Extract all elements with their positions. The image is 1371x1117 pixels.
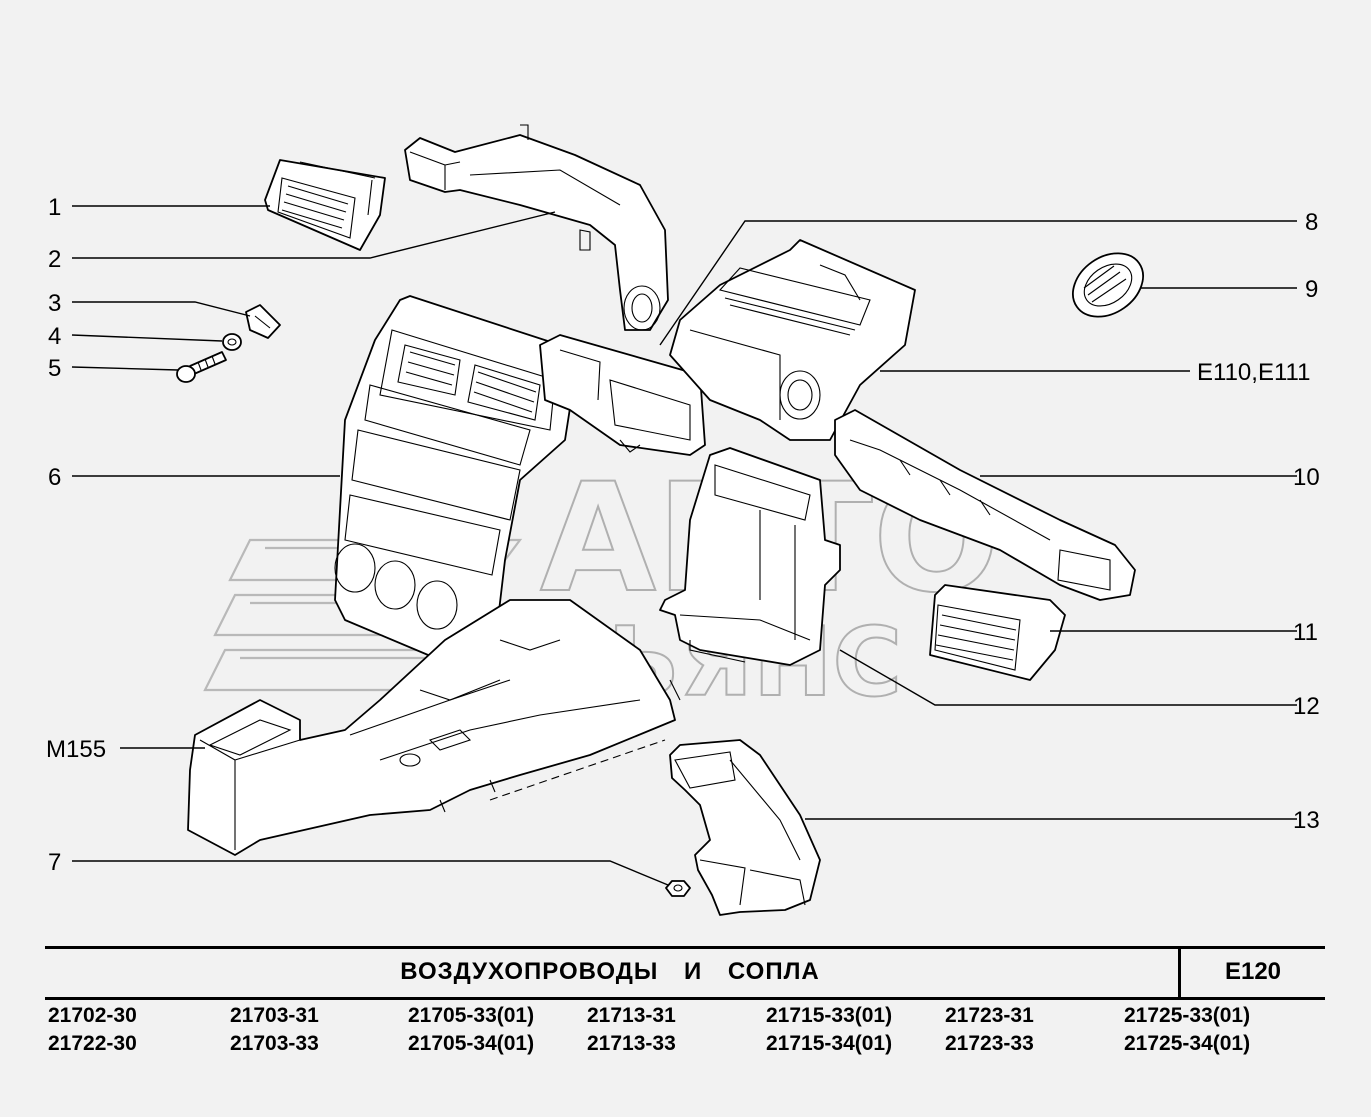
model-code: 21705-33(01) [408,1004,535,1027]
part-10-right-duct [834,409,1136,601]
part-3-clip [245,304,281,339]
model-code: 21705-34(01) [408,1032,535,1055]
callout-13: 13 [1293,807,1320,834]
model-code: 21722-30 [48,1032,137,1055]
callout-11: 11 [1293,619,1318,646]
model-code: 21703-33 [230,1032,319,1055]
model-code: 21723-33 [945,1032,1034,1055]
callout-8: 8 [1305,209,1318,236]
leader-lines [71,205,1297,886]
callout-7: 7 [48,849,61,876]
part-13-floor-duct [669,739,821,916]
model-code: 21703-31 [230,1004,319,1027]
callout-m155: M155 [46,736,106,763]
callout-9: 9 [1305,276,1318,303]
part-8-heater-housing [669,239,916,441]
callout-1: 1 [48,194,61,221]
model-code: 21702-30 [48,1004,137,1027]
model-code: 21725-34(01) [1124,1032,1251,1055]
diagram-title: ВОЗДУХОПРОВОДЫ И СОПЛА [400,958,820,985]
callout-4: 4 [48,323,61,350]
m155-floor-console [187,599,681,856]
model-code: 21713-31 [587,1004,676,1027]
part-1-side-vent [264,159,386,251]
part-12-lower-center-duct [659,447,841,666]
model-code: 21725-33(01) [1124,1004,1251,1027]
part-7-nut [665,880,691,897]
callout-12: 12 [1293,693,1320,720]
callout-5: 5 [48,355,61,382]
callout-e110-e111: E110,E111 [1197,359,1310,386]
part-2-upper-duct [404,124,669,331]
title-divider [1178,949,1181,997]
center-vent-block [539,334,706,456]
part-11-right-vent [929,584,1066,681]
model-code: 21715-33(01) [766,1004,893,1027]
part-9-oval-nozzle [1072,252,1144,318]
callout-10: 10 [1293,464,1320,491]
part-4-washer [222,333,242,351]
callout-3: 3 [48,290,61,317]
model-code: 21723-31 [945,1004,1034,1027]
callout-2: 2 [48,246,61,273]
diagram-code: E120 [1224,958,1282,985]
model-code: 21713-33 [587,1032,676,1055]
model-code: 21715-34(01) [766,1032,893,1055]
title-block: ВОЗДУХОПРОВОДЫ И СОПЛА E120 [45,946,1325,1000]
callout-6: 6 [48,464,61,491]
callouts: 1 2 3 4 5 6 7 M155 8 9 E110,E111 10 11 1… [46,194,1320,876]
part-5-screw [176,351,227,383]
